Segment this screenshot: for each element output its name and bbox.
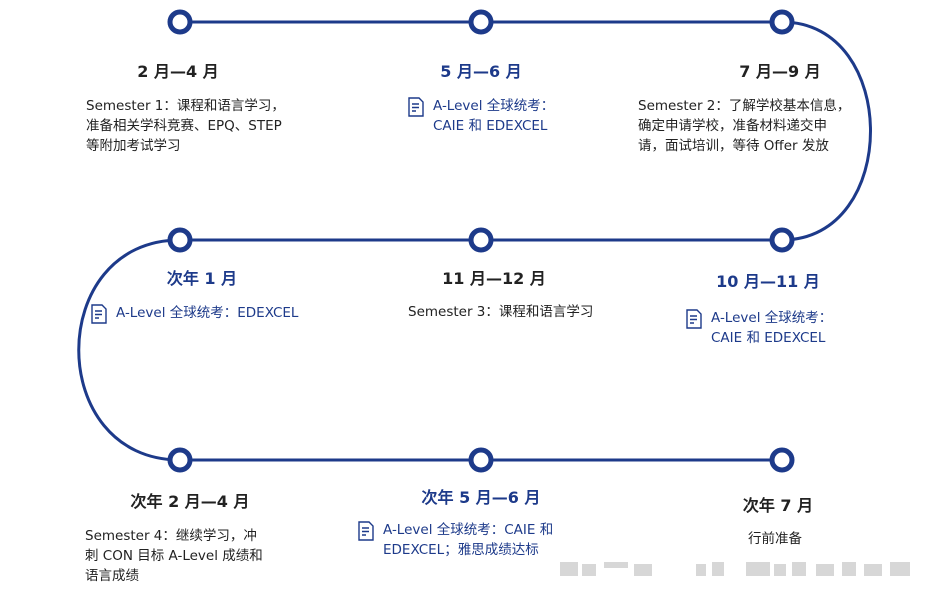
milestone-9-description: 行前准备 (748, 529, 802, 549)
milestone-6-exam-line: A-Level 全球统考： (711, 310, 833, 326)
milestone-1-date: 2 月—4 月 (137, 62, 219, 81)
document-icon (91, 304, 107, 324)
milestone-8-exam-line: EDEXCEL；雅思成绩达标 (383, 542, 539, 558)
track-left-bend (77, 238, 181, 462)
milestone-4-exam-line: A-Level 全球统考：EDEXCEL (116, 305, 299, 321)
document-icon (358, 521, 374, 541)
timeline-node-icon (167, 447, 193, 473)
milestone-5-date: 11 月—12 月 (442, 269, 546, 288)
milestone-6-exam-line: CAIE 和 EDEXCEL (711, 330, 826, 346)
timeline-node-icon (468, 447, 494, 473)
milestone-4-date: 次年 1 月 (166, 269, 238, 288)
milestone-8-exam: A-Level 全球统考：CAIE 和 EDEXCEL；雅思成绩达标 (358, 520, 554, 560)
timeline-node-icon (769, 447, 795, 473)
milestone-7-desc-line: 刺 CON 目标 A-Level 成绩和 (85, 548, 263, 564)
milestone-2-exam-line: CAIE 和 EDEXCEL (433, 118, 548, 134)
milestone-2-date: 5 月—6 月 (440, 62, 522, 81)
milestone-3-desc-line: 请，面试培训，等待 Offer 发放 (638, 138, 829, 154)
timeline-node-icon (769, 9, 795, 35)
milestone-9-date: 次年 7 月 (742, 496, 814, 515)
watermark (560, 562, 910, 576)
milestone-7-description: Semester 4：继续学习，冲 刺 CON 目标 A-Level 成绩和 语… (85, 526, 263, 586)
milestone-7-desc-line: Semester 4：继续学习，冲 (85, 528, 257, 544)
milestone-4-exam: A-Level 全球统考：EDEXCEL (91, 303, 299, 324)
milestone-3-date: 7 月—9 月 (739, 62, 821, 81)
timeline-node-icon (468, 227, 494, 253)
milestone-5-description: Semester 3：课程和语言学习 (408, 302, 593, 322)
milestone-9-desc-line: 行前准备 (748, 531, 802, 547)
milestone-7-date: 次年 2 月—4 月 (130, 492, 250, 511)
milestone-8-exam-line: A-Level 全球统考：CAIE 和 (383, 522, 554, 538)
milestone-5-desc-line: Semester 3：课程和语言学习 (408, 304, 594, 320)
document-icon (686, 309, 702, 329)
milestone-6-exam: A-Level 全球统考： CAIE 和 EDEXCEL (686, 308, 833, 348)
milestone-3-description: Semester 2：了解学校基本信息， 确定申请学校，准备材料递交申 请，面试… (638, 96, 850, 156)
milestone-6-date: 10 月—11 月 (716, 272, 820, 291)
timeline-node-icon (167, 227, 193, 253)
milestone-7-desc-line: 语言成绩 (85, 568, 139, 584)
timeline-node-icon (167, 9, 193, 35)
milestone-1-desc-line: 准备相关学科竞赛、EPQ、STEP (86, 118, 282, 134)
milestone-3-desc-line: 确定申请学校，准备材料递交申 (638, 118, 827, 134)
timeline-node-icon (468, 9, 494, 35)
milestone-3-desc-line: Semester 2：了解学校基本信息， (638, 98, 851, 114)
timeline-node-icon (769, 227, 795, 253)
milestone-2-exam: A-Level 全球统考： CAIE 和 EDEXCEL (408, 96, 555, 136)
document-icon (408, 97, 424, 117)
milestone-1-desc-line: Semester 1：课程和语言学习， (86, 98, 285, 114)
track-right-bend (781, 20, 872, 242)
milestone-8-date: 次年 5 月—6 月 (421, 488, 541, 507)
milestone-1-desc-line: 等附加考试学习 (86, 138, 181, 154)
milestone-2-exam-line: A-Level 全球统考： (433, 98, 555, 114)
milestone-1-description: Semester 1：课程和语言学习， 准备相关学科竞赛、EPQ、STEP 等附… (86, 96, 285, 156)
